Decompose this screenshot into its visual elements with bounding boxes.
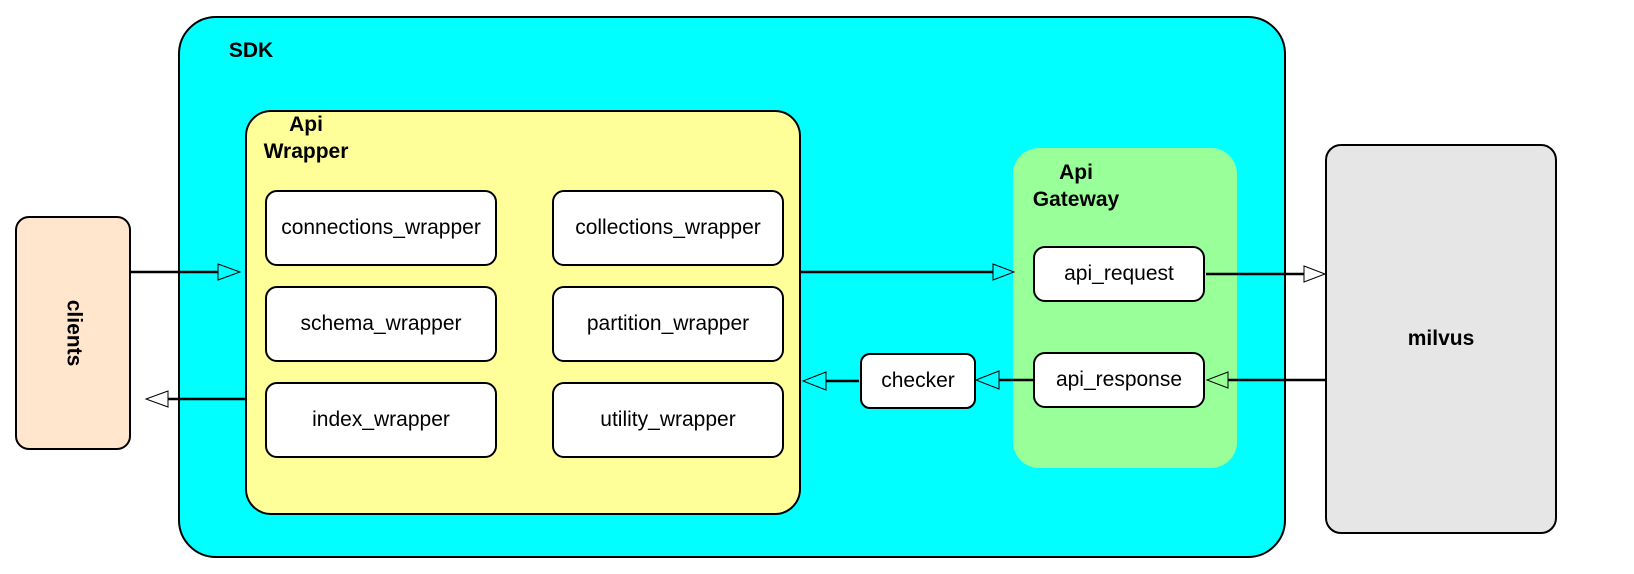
node-collections-wrapper[interactable]: collections_wrapper bbox=[552, 190, 784, 266]
node-partition-wrapper[interactable]: partition_wrapper bbox=[552, 286, 784, 362]
node-connections-wrapper[interactable]: connections_wrapper bbox=[265, 190, 497, 266]
group-sdk-label: SDK bbox=[228, 39, 274, 62]
group-api-wrapper-label: Api Wrapper bbox=[263, 113, 349, 163]
node-index-wrapper[interactable]: index_wrapper bbox=[265, 382, 497, 458]
node-milvus[interactable]: milvus bbox=[1325, 144, 1557, 534]
node-api-response[interactable]: api_response bbox=[1033, 352, 1205, 408]
node-api-request[interactable]: api_request bbox=[1033, 246, 1205, 302]
group-api-gateway bbox=[1013, 148, 1237, 468]
node-checker[interactable]: checker bbox=[860, 353, 976, 409]
node-utility-wrapper[interactable]: utility_wrapper bbox=[552, 382, 784, 458]
node-clients-label: clients bbox=[62, 299, 85, 367]
node-schema-wrapper[interactable]: schema_wrapper bbox=[265, 286, 497, 362]
node-clients[interactable]: clients bbox=[15, 216, 131, 450]
group-api-gateway-label: Api Gateway bbox=[1032, 161, 1120, 211]
